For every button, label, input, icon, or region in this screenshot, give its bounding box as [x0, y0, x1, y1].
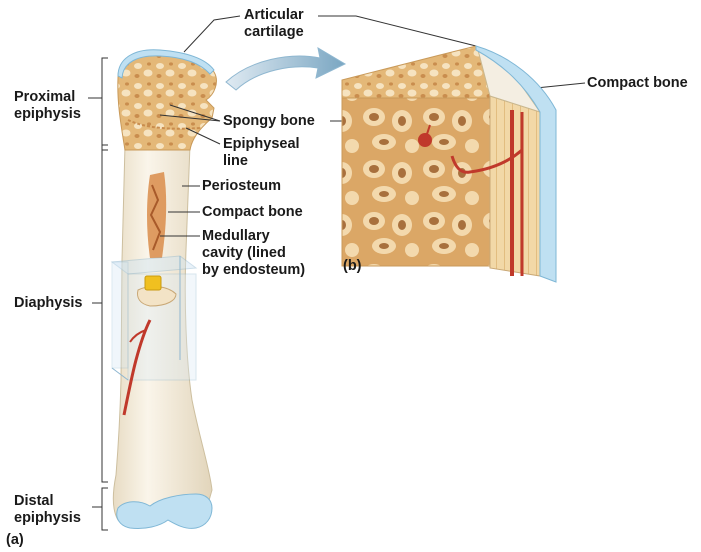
label-compact-bone: Compact bone [202, 204, 303, 221]
medullary-cavity-fill [147, 172, 166, 258]
label-medullary-cavity: Medullary cavity (lined by endosteum) [202, 228, 305, 279]
enlarged-section-illustration [342, 46, 556, 282]
label-proximal-epiphysis: Proximal epiphysis [14, 89, 81, 123]
label-articular-cartilage: Articular cartilage [244, 7, 304, 41]
label-epiphyseal-line: Epiphyseal line [223, 136, 300, 170]
label-distal-epiphysis: Distal epiphysis [14, 493, 81, 527]
long-bone-illustration [112, 50, 216, 529]
label-panel-b: (b) [343, 258, 362, 275]
label-compact-bone-b: Compact bone [587, 75, 688, 92]
label-panel-a: (a) [6, 532, 24, 549]
label-spongy-bone: Spongy bone [223, 113, 315, 130]
section-box [112, 256, 196, 380]
zoom-arrow [226, 48, 345, 90]
region-brackets [88, 58, 108, 530]
label-periosteum: Periosteum [202, 178, 281, 195]
label-diaphysis: Diaphysis [14, 295, 83, 312]
